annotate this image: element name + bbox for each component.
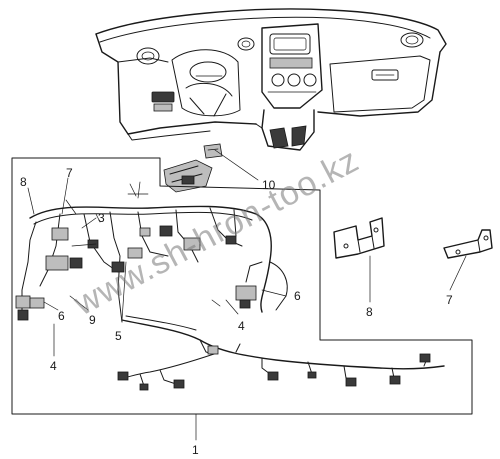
leader-lines <box>27 149 467 441</box>
callout-7-bracket: 7 <box>446 293 453 307</box>
callout-4-center: 4 <box>238 319 245 333</box>
callout-7-left: 7 <box>66 166 73 180</box>
callout-10: 10 <box>262 178 276 192</box>
callout-6-right: 6 <box>294 289 301 303</box>
part-10-connector-bracket <box>163 143 223 193</box>
instrument-panel-illustration <box>95 8 447 151</box>
harness-group-outline <box>11 157 473 415</box>
callout-3: 3 <box>98 211 105 225</box>
part-7-mounting-bracket <box>443 229 493 259</box>
callout-8-bracket: 8 <box>366 305 373 319</box>
callout-4-left: 4 <box>50 359 57 373</box>
callout-6-left: 6 <box>58 309 65 323</box>
callout-8-left: 8 <box>20 175 27 189</box>
callout-1: 1 <box>192 443 199 457</box>
watermark-text: www.sh-hron-too.kz <box>67 141 365 324</box>
callout-5: 5 <box>115 329 122 343</box>
callout-labels: 10 8 7 3 6 9 4 5 4 6 8 7 1 <box>20 166 453 457</box>
main-wiring-harness <box>15 181 445 391</box>
callout-9: 9 <box>89 313 96 327</box>
part-8-mounting-bracket <box>333 217 385 259</box>
